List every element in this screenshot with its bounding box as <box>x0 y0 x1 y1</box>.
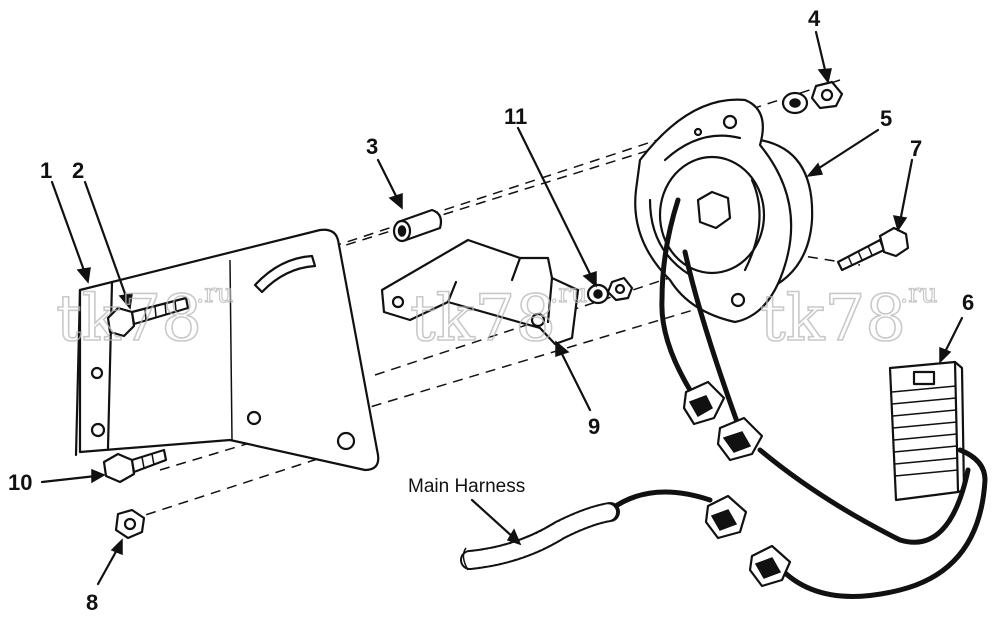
nut-part-8 <box>114 508 146 540</box>
leader-lines <box>40 30 964 586</box>
bolt-part-7 <box>836 226 910 272</box>
svg-text:tk78: tk78 <box>760 282 906 356</box>
svg-text:tk78: tk78 <box>56 282 202 356</box>
watermark-3: tk78 .ru <box>759 278 938 356</box>
callout-10: 10 <box>8 470 32 495</box>
bolt-part-2 <box>106 296 190 338</box>
svg-text:tk78: tk78 <box>410 282 556 356</box>
connectors <box>682 380 792 588</box>
callout-9: 9 <box>588 414 600 439</box>
angle-bracket-part-9 <box>380 238 580 346</box>
mounting-bracket <box>74 228 380 472</box>
sensor-housing-part-5 <box>634 98 814 324</box>
callout-3: 3 <box>366 134 378 159</box>
svg-text:.ru: .ru <box>550 279 587 309</box>
main-harness-caption: Main Harness <box>408 476 525 497</box>
callout-1: 1 <box>40 158 52 183</box>
watermark-2: tk78 .ru <box>409 278 588 356</box>
callout-6: 6 <box>962 290 974 315</box>
callout-4: 4 <box>808 6 821 31</box>
callout-7: 7 <box>910 136 922 161</box>
svg-text:.ru: .ru <box>196 279 233 309</box>
bolt-part-10 <box>102 448 168 484</box>
washer-nut-part-4 <box>781 80 844 115</box>
callout-8: 8 <box>86 590 98 615</box>
washer-nut-part-11 <box>586 276 634 305</box>
control-module-part-6 <box>888 360 966 502</box>
wiring <box>607 197 988 599</box>
main-harness-cable <box>460 502 620 571</box>
callout-2: 2 <box>72 158 84 183</box>
svg-text:.ru: .ru <box>900 279 937 309</box>
watermark-1: tk78 .ru <box>55 278 234 356</box>
callout-11: 11 <box>504 104 527 129</box>
callout-5: 5 <box>880 106 892 131</box>
spacer-part-3 <box>392 208 443 243</box>
